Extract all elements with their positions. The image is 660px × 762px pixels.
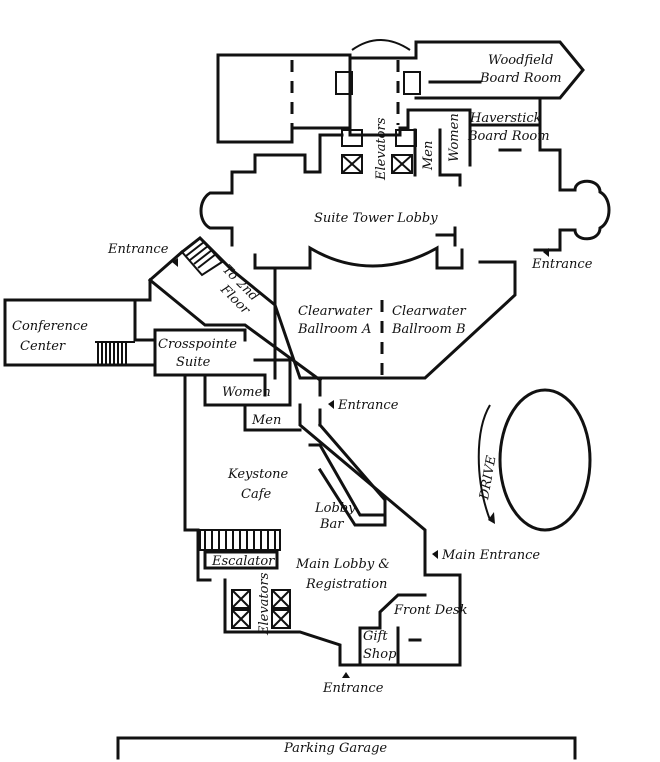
women-low-label: Women: [222, 385, 271, 400]
front-desk-label: Front Desk: [393, 603, 468, 618]
clearwater-b-label-1: Clearwater: [392, 304, 467, 319]
entrance-east-label: Entrance: [531, 257, 593, 272]
haverstick-label-2: Board Room: [467, 129, 550, 144]
entrance-mid-marker-icon: [328, 400, 334, 409]
main-lobby-label-1: Main Lobby &: [295, 557, 390, 572]
clearwater-a-label-1: Clearwater: [298, 304, 373, 319]
lobby-bar-label-2: Bar: [319, 517, 344, 532]
crosspointe-label-2: Suite: [176, 355, 211, 370]
clearwater-b-label-2: Ballroom B: [391, 322, 466, 337]
entrance-nw-label: Entrance: [107, 242, 169, 257]
haverstick-label-1: Haverstick: [469, 111, 542, 126]
drive-label: DRIVE: [477, 454, 500, 502]
entrance-east-marker-icon: [543, 248, 549, 257]
entrance-mid-label: Entrance: [337, 398, 399, 413]
gift-shop-label-1: Gift: [363, 629, 388, 644]
women-top-label: Women: [447, 113, 462, 162]
parking-garage-label: Parking Garage: [283, 741, 387, 756]
entrance-nw-marker-icon: [172, 258, 178, 267]
woodfield-label-1: Woodfield: [488, 53, 553, 68]
clearwater-a-label-2: Ballroom A: [297, 322, 371, 337]
crosspointe-label-1: Crosspointe: [158, 337, 237, 352]
stairs-conference-icon: [97, 342, 127, 365]
entrance-south-marker-icon: [342, 672, 350, 678]
entrance-south-label: Entrance: [322, 681, 384, 696]
main-lobby-label-2: Registration: [305, 577, 387, 592]
keystone-label-1: Keystone: [227, 467, 288, 482]
conference-center-label-2: Center: [20, 339, 66, 354]
elevators-low-label: Elevators: [257, 572, 272, 636]
conference-center-label-1: Conference: [12, 319, 88, 334]
elevator-core-bottom: [231, 589, 291, 629]
men-low-label: Men: [251, 413, 281, 428]
entrance-main-label: Main Entrance: [441, 548, 540, 563]
men-top-label: Men: [421, 141, 436, 171]
stairs-to-2nd-floor-icon: [180, 236, 224, 277]
conference-center-walls: [3, 298, 157, 367]
elevators-top-label: Elevators: [374, 117, 389, 181]
elevator-core-top: [341, 128, 522, 187]
gift-shop-label-2: Shop: [363, 647, 397, 662]
woodfield-label-2: Board Room: [479, 71, 562, 86]
suite-tower-walls: [199, 123, 611, 380]
top-building-walls: [216, 39, 585, 167]
suite-tower-lobby-label: Suite Tower Lobby: [314, 211, 438, 226]
escalator-label: Escalator: [211, 554, 275, 569]
drive-loop: [477, 388, 592, 532]
parking-garage-outline: [116, 736, 577, 760]
keystone-label-2: Cafe: [241, 487, 272, 502]
entrance-main-marker-icon: [432, 550, 438, 559]
south-wing-walls: [153, 373, 462, 667]
escalator-icon: [199, 529, 281, 570]
lobby-bar-label-1: Lobby: [314, 501, 356, 516]
